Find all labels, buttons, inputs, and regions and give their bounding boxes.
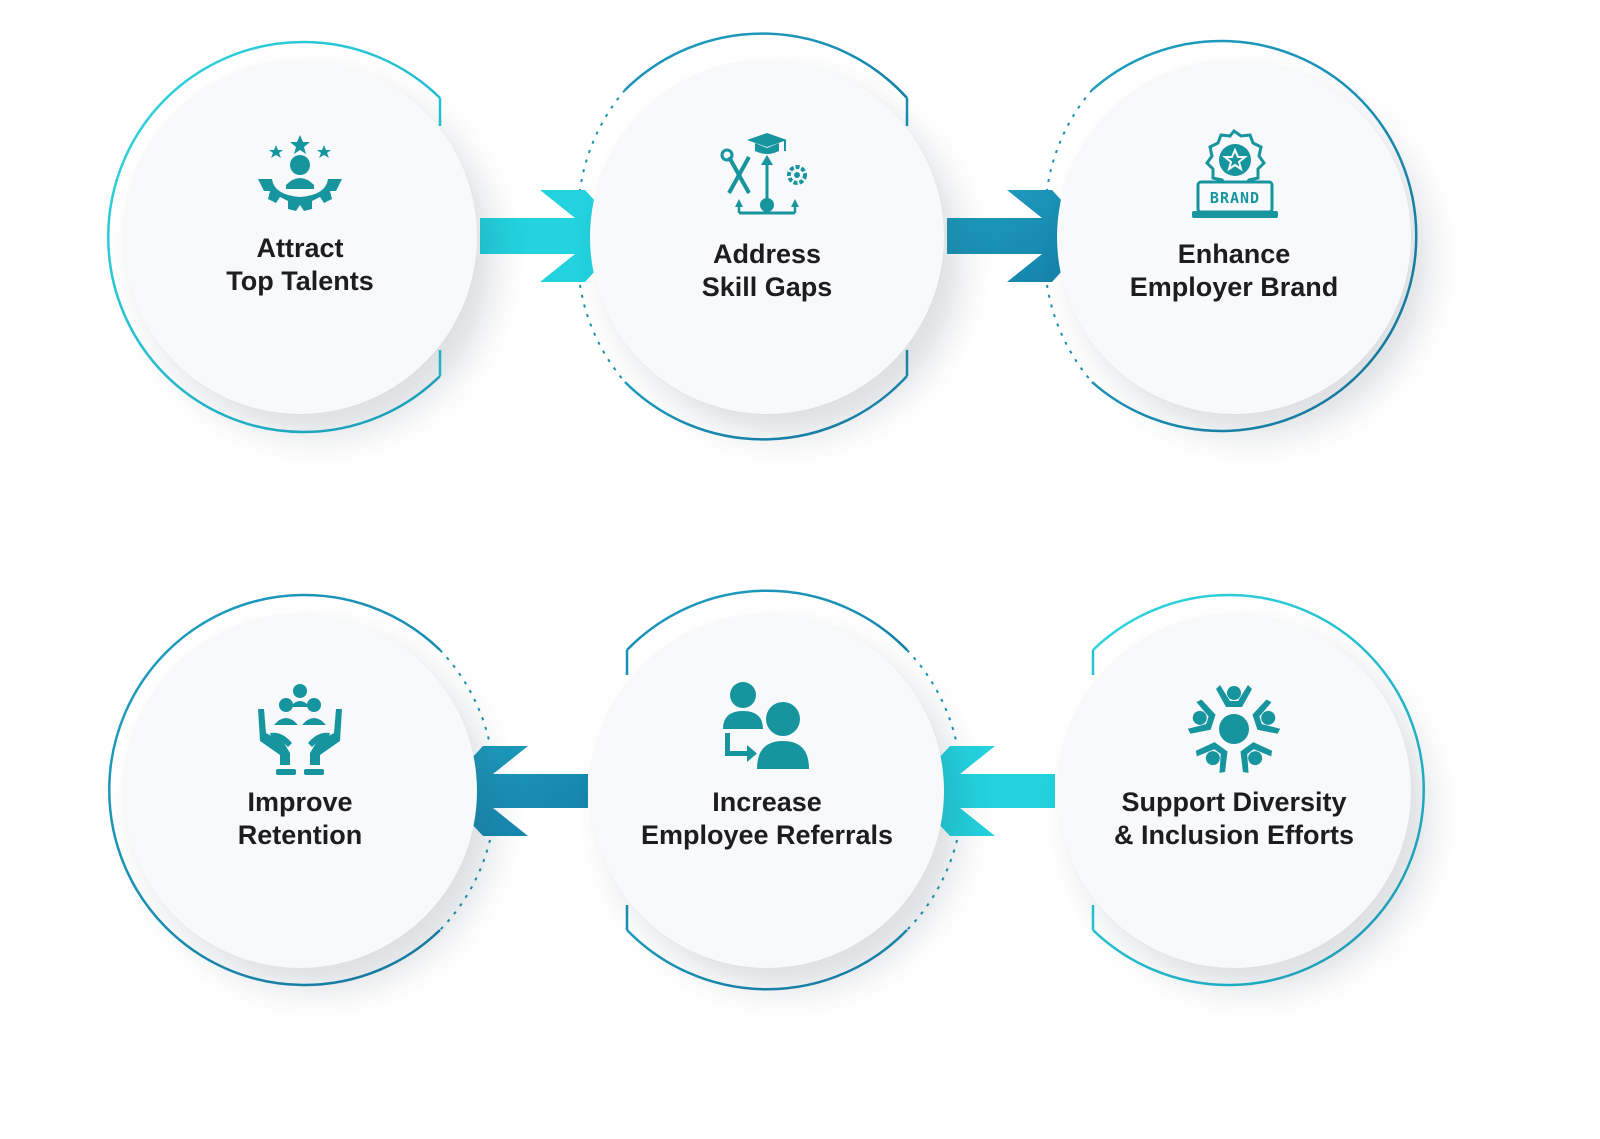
step-label: Increase Employee Referrals [590, 786, 944, 852]
ring-step-3 [1046, 39, 1418, 433]
label-line-1: Address [712, 239, 822, 269]
step-disc [1057, 614, 1411, 968]
diversity-people-circle-icon [1187, 685, 1281, 773]
ring-step-5 [625, 589, 958, 991]
ring-step-6 [1091, 593, 1425, 987]
brand-badge-text: BRAND [1210, 189, 1260, 207]
skills-tools-graduation-icon [720, 133, 807, 215]
label-line-2: Retention [237, 820, 363, 850]
step-disc [123, 614, 477, 968]
step-disc [590, 60, 944, 414]
arrow-2-to-3 [947, 190, 1094, 282]
label-line-1: Enhance [1177, 239, 1291, 269]
ring-step-4 [108, 593, 491, 987]
step-attract-top-talents: Attract Top Talents [105, 42, 495, 432]
step-label: Improve Retention [123, 786, 477, 852]
hands-holding-team-icon [258, 684, 342, 775]
label-line-1: Increase [712, 787, 822, 817]
ring-step-2 [579, 32, 909, 441]
arrow-1-to-2 [480, 190, 627, 282]
label-line-1: Support Diversity [1121, 787, 1347, 817]
label-line-2: Employer Brand [1129, 272, 1339, 302]
step-label: Support Diversity & Inclusion Efforts [1057, 786, 1411, 852]
label-line-2: Employee Referrals [640, 820, 894, 850]
referral-users-icon [723, 682, 809, 769]
arrow-5-to-4 [441, 746, 588, 836]
arrow-6-to-5 [908, 746, 1055, 836]
step-label: Attract Top Talents [123, 232, 477, 298]
ring-step-1 [107, 40, 442, 434]
talent-gear-stars-icon [258, 135, 342, 211]
step-disc [590, 614, 944, 968]
label-line-2: Top Talents [226, 266, 374, 296]
step-increase-employee-referrals: Increase Employee Referrals [572, 596, 962, 986]
step-label: Address Skill Gaps [590, 238, 944, 304]
step-disc [123, 60, 477, 414]
label-line-1: Improve [247, 787, 353, 817]
step-support-diversity-inclusion: Support Diversity & Inclusion Efforts [1039, 596, 1429, 986]
label-line-2: Skill Gaps [701, 272, 833, 302]
step-label: Enhance Employer Brand [1057, 238, 1411, 304]
label-line-1: Attract [256, 233, 344, 263]
step-enhance-employer-brand: BRAND Enhance Employer Brand [1039, 42, 1429, 432]
label-line-2: & Inclusion Efforts [1113, 820, 1354, 850]
step-improve-retention: Improve Retention [105, 596, 495, 986]
step-address-skill-gaps: Address Skill Gaps [572, 42, 962, 432]
brand-badge-icon: BRAND [1192, 128, 1278, 218]
step-disc [1057, 60, 1411, 414]
